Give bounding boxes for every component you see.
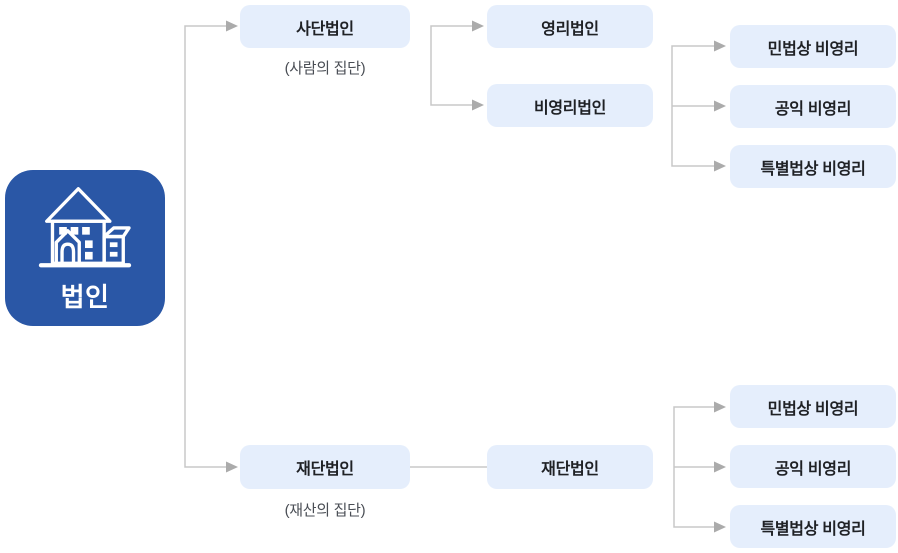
root-node-beobin: 법인 — [5, 170, 165, 326]
root-node-label: 법인 — [60, 281, 110, 312]
node-bottom-teukbyeol-biyeongni: 특별법상 비영리 — [730, 505, 896, 548]
node-top-gongik-biyeongni: 공익 비영리 — [730, 85, 896, 128]
node-yeongni-beobin: 영리법인 — [487, 5, 653, 48]
node-top-minbeop-biyeongni: 민법상 비영리 — [730, 25, 896, 68]
node-jaedan-beobin: 재단법인 — [240, 445, 410, 489]
building-icon — [38, 186, 132, 267]
node-biyeongni-beobin: 비영리법인 — [487, 84, 653, 127]
node-jaedan-subtitle: (재산의 집단) — [284, 502, 366, 519]
node-bottom-gongik-biyeongni: 공익 비영리 — [730, 445, 896, 488]
node-jaedan-beobin-2: 재단법인 — [487, 445, 653, 489]
node-top-teukbyeol-biyeongni: 특별법상 비영리 — [730, 145, 896, 188]
node-sadan-subtitle: (사람의 집단) — [284, 60, 366, 77]
node-sadan-beobin: 사단법인 — [240, 5, 410, 48]
arrowhead-icons — [226, 20, 726, 533]
node-bottom-minbeop-biyeongni: 민법상 비영리 — [730, 385, 896, 428]
